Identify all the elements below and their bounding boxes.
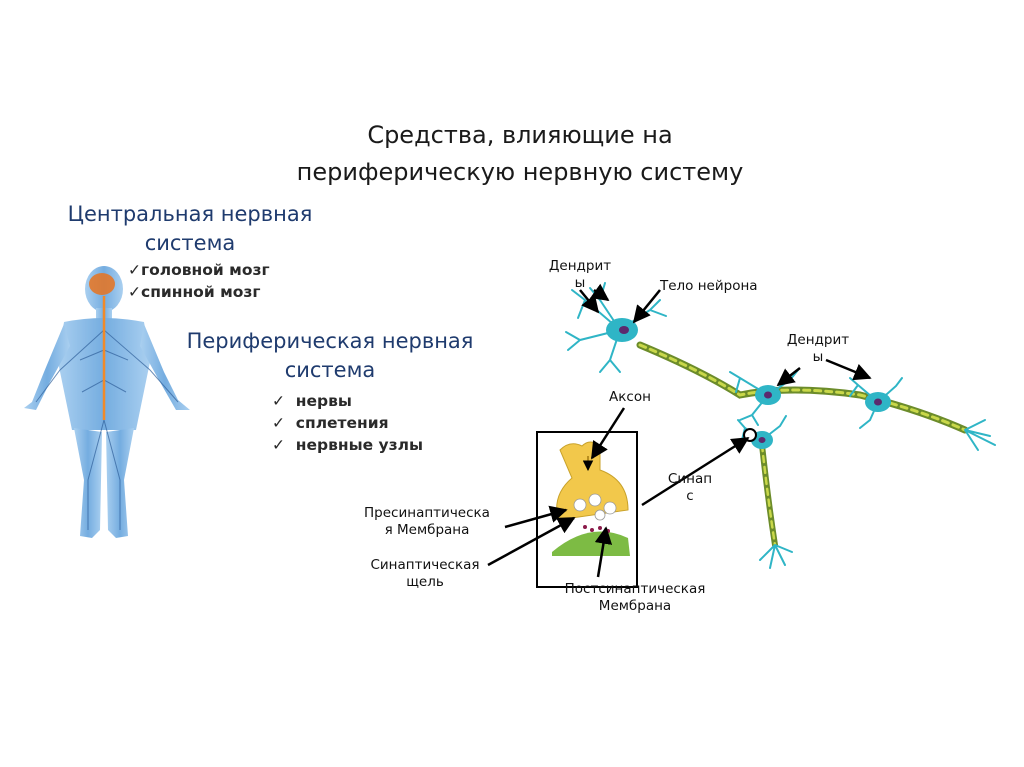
label-postsynaptic-membrane: Постсинаптическая Мембрана <box>564 581 706 614</box>
synapse-inset <box>536 431 638 588</box>
label-arrows <box>487 283 872 578</box>
pns-list-item: ✓ нервные узлы <box>272 436 424 454</box>
pns-heading-line-2: система <box>284 358 376 382</box>
title-line-1: Средства, влияющие на <box>367 121 673 149</box>
label-dendrites-right: Дендрит ы <box>786 332 850 365</box>
label-synaptic-cleft: Синаптическая щель <box>370 557 480 590</box>
pns-list-item: ✓ сплетения <box>272 414 389 432</box>
cns-heading-line-1: Центральная нервная <box>67 202 313 226</box>
cns-list-item: ✓спинной мозг <box>128 283 261 301</box>
cns-list: ✓головной мозг ✓спинной мозг <box>128 259 270 303</box>
label-synapse: Синап с <box>667 471 713 504</box>
title-line-2: периферическую нервную систему <box>296 158 744 186</box>
pns-heading-line-1: Периферическая нервная <box>186 329 474 353</box>
cns-heading-line-2: система <box>144 231 236 255</box>
pns-heading: Периферическая нервная система <box>150 327 510 385</box>
label-dendrites-left: Дендрит ы <box>548 258 612 291</box>
page-title: Средства, влияющие на периферическую нер… <box>200 117 840 191</box>
checkmark-icon: ✓ <box>272 392 285 410</box>
checkmark-icon: ✓ <box>128 261 141 279</box>
label-neuron-body: Тело нейрона <box>660 278 758 294</box>
axon <box>636 341 969 548</box>
pns-list: ✓ нервы ✓ сплетения ✓ нервные узлы <box>272 390 423 456</box>
checkmark-icon: ✓ <box>272 436 285 454</box>
checkmark-icon: ✓ <box>128 283 141 301</box>
label-presynaptic-membrane: Пресинаптическа я Мембрана <box>364 505 490 538</box>
cns-heading: Центральная нервная система <box>40 200 340 258</box>
cns-list-item: ✓головной мозг <box>128 261 270 279</box>
label-axon: Аксон <box>609 389 651 405</box>
brain-highlight <box>89 273 115 295</box>
pns-list-item: ✓ нервы <box>272 392 352 410</box>
checkmark-icon: ✓ <box>272 414 285 432</box>
